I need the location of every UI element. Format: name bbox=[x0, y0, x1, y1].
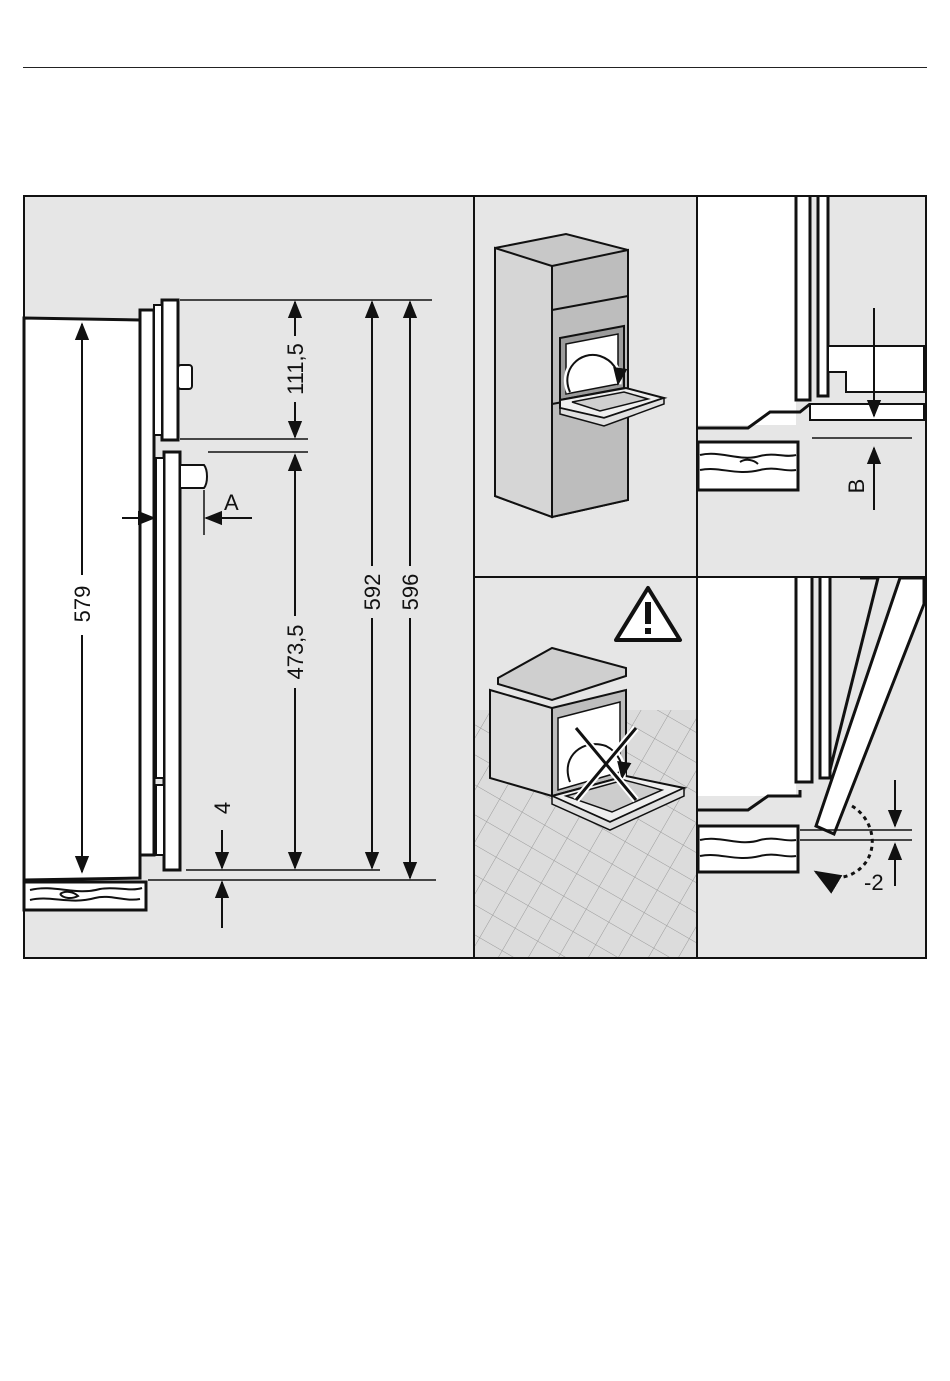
wood-floor-b bbox=[698, 442, 798, 490]
callout-b: B bbox=[844, 479, 869, 494]
dim-label-4: 4 bbox=[210, 802, 235, 814]
wood-floor-left bbox=[24, 882, 146, 910]
adjust-label: -2 bbox=[864, 870, 884, 895]
dim-label-596: 596 bbox=[398, 574, 423, 611]
door-handle bbox=[180, 465, 207, 488]
control-panel bbox=[162, 300, 178, 440]
oven-door bbox=[164, 452, 180, 870]
wood-floor-adjust bbox=[698, 826, 798, 872]
dim-label-579: 579 bbox=[70, 586, 95, 623]
dim-label-111-5: 111,5 bbox=[283, 343, 308, 395]
dim-label-473-5: 473,5 bbox=[283, 624, 308, 679]
knob-icon bbox=[178, 365, 192, 389]
front-frame bbox=[140, 310, 154, 855]
dim-label-592: 592 bbox=[360, 574, 385, 611]
callout-a: A bbox=[224, 490, 239, 515]
